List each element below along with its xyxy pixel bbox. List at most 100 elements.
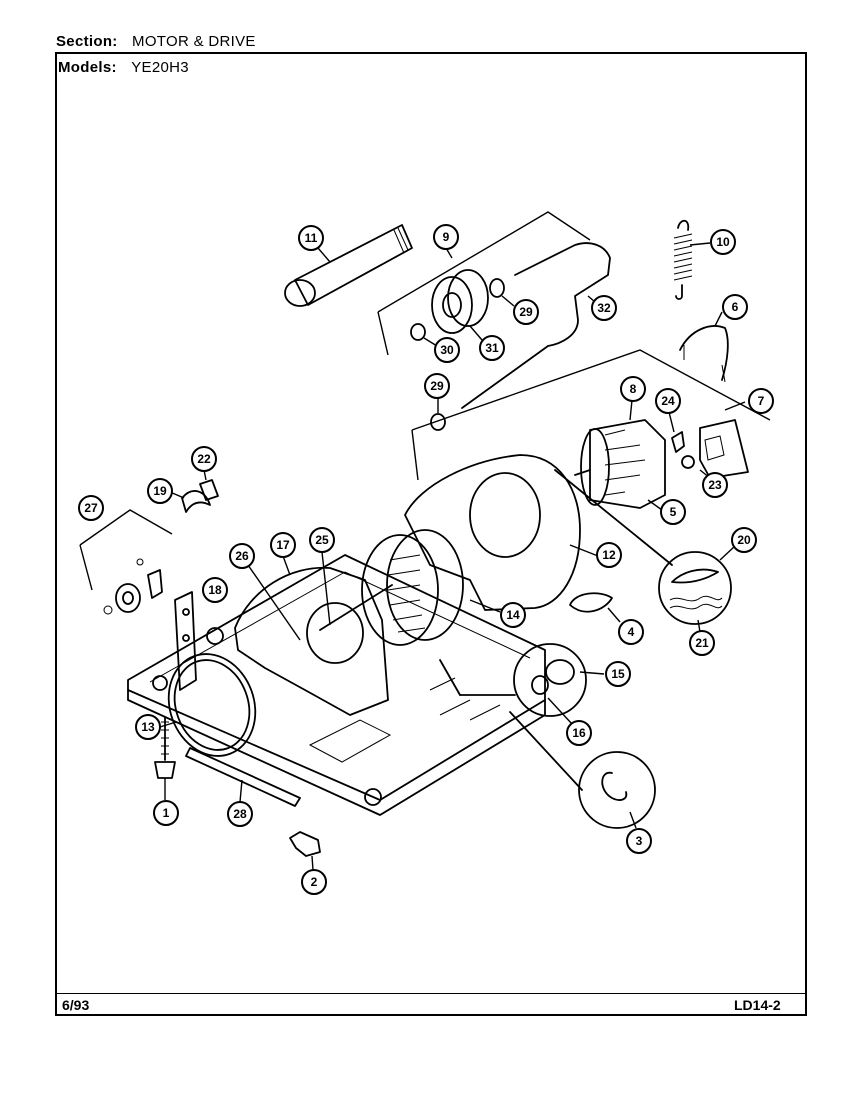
bearing-detail-inset [439, 643, 605, 725]
svg-text:17: 17 [276, 538, 290, 552]
callout-27: 27 [78, 495, 104, 521]
motor-clamp [679, 311, 729, 383]
svg-text:14: 14 [506, 608, 520, 622]
base-rail [185, 747, 301, 807]
models-value: YE20H3 [131, 59, 189, 76]
svg-text:30: 30 [440, 343, 454, 357]
models-heading: Models: YE20H3 [58, 59, 189, 76]
svg-text:10: 10 [716, 235, 730, 249]
drive-shaft-tube [284, 224, 413, 307]
svg-text:28: 28 [233, 807, 247, 821]
svg-text:31: 31 [485, 341, 499, 355]
callout-24: 24 [655, 388, 681, 414]
svg-text:18: 18 [208, 583, 222, 597]
svg-text:11: 11 [305, 231, 318, 245]
callout-3: 3 [626, 828, 652, 854]
drive-belt [159, 653, 257, 757]
svg-text:6: 6 [732, 300, 739, 314]
svg-text:16: 16 [572, 726, 586, 740]
svg-text:21: 21 [695, 636, 709, 650]
svg-text:15: 15 [611, 667, 625, 681]
callout-20: 20 [731, 527, 757, 553]
blower-housing [234, 555, 389, 716]
callout-17: 17 [270, 532, 296, 558]
svg-text:7: 7 [758, 394, 765, 408]
callout-13: 13 [135, 714, 161, 740]
callout-15: 15 [605, 661, 631, 687]
callout-1: 1 [153, 800, 179, 826]
svg-text:32: 32 [597, 301, 611, 315]
felt-pad [569, 592, 621, 623]
pulley-washer [410, 323, 438, 347]
models-label: Models: [58, 59, 117, 76]
callout-19: 19 [147, 478, 173, 504]
callout-28: 28 [227, 801, 253, 827]
idler-bracket-assembly [79, 509, 224, 691]
front-bulkhead [404, 454, 599, 611]
drive-motor [574, 399, 666, 511]
callout-23: 23 [702, 472, 728, 498]
belt-detail-inset [554, 469, 736, 633]
callout-11: 11 [298, 225, 324, 251]
motor-mount-bracket [699, 401, 749, 479]
callout-22: 22 [191, 446, 217, 472]
blower-shaft [247, 551, 393, 641]
svg-text:23: 23 [708, 478, 722, 492]
callout-12: 12 [596, 542, 622, 568]
callout-29-lower: 29 [424, 373, 450, 399]
svg-text:25: 25 [315, 533, 329, 547]
svg-text:24: 24 [661, 394, 675, 408]
blower-wheel [361, 529, 501, 646]
svg-text:9: 9 [443, 230, 450, 244]
callout-10: 10 [710, 229, 736, 255]
callout-30: 30 [434, 337, 460, 363]
idler-pulley [431, 269, 489, 341]
svg-text:4: 4 [628, 625, 635, 639]
idler-shaft [461, 242, 611, 409]
svg-text:12: 12 [602, 548, 616, 562]
callout-31: 31 [479, 335, 505, 361]
callout-7: 7 [748, 388, 774, 414]
section-label: Section: [56, 33, 118, 50]
upper-washer [489, 278, 515, 307]
svg-text:29: 29 [519, 305, 533, 319]
svg-text:27: 27 [84, 501, 98, 515]
clip-detail-inset [509, 711, 656, 829]
diagram-frame [55, 52, 807, 1016]
motor-group-bracket [411, 349, 771, 481]
section-heading: Section: MOTOR & DRIVE [56, 33, 256, 50]
callout-5: 5 [660, 499, 686, 525]
callout-6: 6 [722, 294, 748, 320]
callout-4: 4 [618, 619, 644, 645]
svg-text:19: 19 [153, 484, 167, 498]
callout-2: 2 [301, 869, 327, 895]
footer-divider [55, 993, 807, 994]
idler-spring [673, 219, 711, 300]
svg-text:29: 29 [430, 379, 444, 393]
svg-text:26: 26 [235, 549, 249, 563]
svg-text:2: 2 [311, 875, 318, 889]
duct-seal [169, 469, 219, 513]
svg-text:3: 3 [636, 834, 643, 848]
pulley-group-bracket [377, 211, 591, 356]
svg-text:20: 20 [737, 533, 751, 547]
callout-14: 14 [500, 602, 526, 628]
callout-32: 32 [591, 295, 617, 321]
base-pan [127, 554, 546, 816]
lower-washer [430, 398, 446, 431]
mounting-clip [289, 831, 321, 871]
callout-18: 18 [202, 577, 228, 603]
callout-26: 26 [229, 543, 255, 569]
footer-date: 6/93 [62, 997, 90, 1013]
svg-text:5: 5 [670, 505, 677, 519]
svg-text:1: 1 [163, 806, 170, 820]
callout-25: 25 [309, 527, 335, 553]
section-value: MOTOR & DRIVE [132, 33, 256, 50]
leveling-leg [154, 716, 176, 800]
svg-text:8: 8 [630, 382, 637, 396]
svg-text:22: 22 [197, 452, 211, 466]
callout-29-upper: 29 [513, 299, 539, 325]
svg-text:13: 13 [141, 720, 155, 734]
callout-9: 9 [433, 224, 459, 250]
